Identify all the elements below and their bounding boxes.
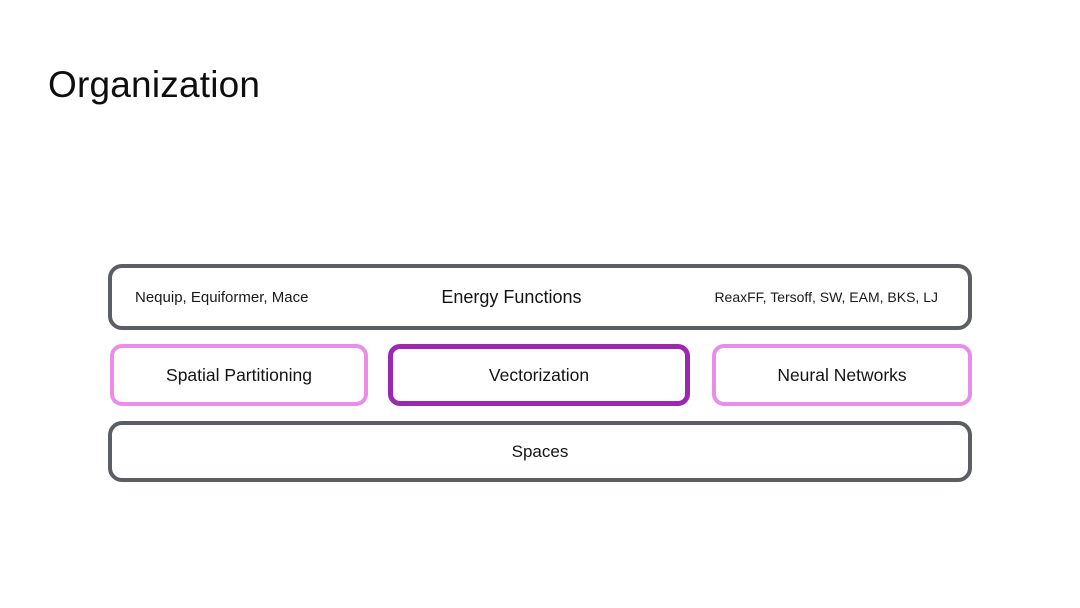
energy-functions-left-label: Nequip, Equiformer, Mace <box>135 288 309 306</box>
page-title: Organization <box>48 64 261 105</box>
spaces-box: Spaces <box>108 421 972 482</box>
spatial-partitioning-box: Spatial Partitioning <box>110 344 368 406</box>
vectorization-label: Vectorization <box>488 364 590 385</box>
vectorization-box: Vectorization <box>388 344 690 406</box>
spatial-partitioning-label: Spatial Partitioning <box>166 364 312 385</box>
energy-functions-box: Nequip, Equiformer, Mace Energy Function… <box>108 264 972 330</box>
energy-functions-right-label: ReaxFF, Tersoff, SW, EAM, BKS, LJ <box>714 289 938 305</box>
energy-functions-title: Energy Functions <box>441 286 582 307</box>
spaces-label: Spaces <box>511 441 569 461</box>
neural-networks-box: Neural Networks <box>712 344 972 406</box>
neural-networks-label: Neural Networks <box>777 364 907 385</box>
